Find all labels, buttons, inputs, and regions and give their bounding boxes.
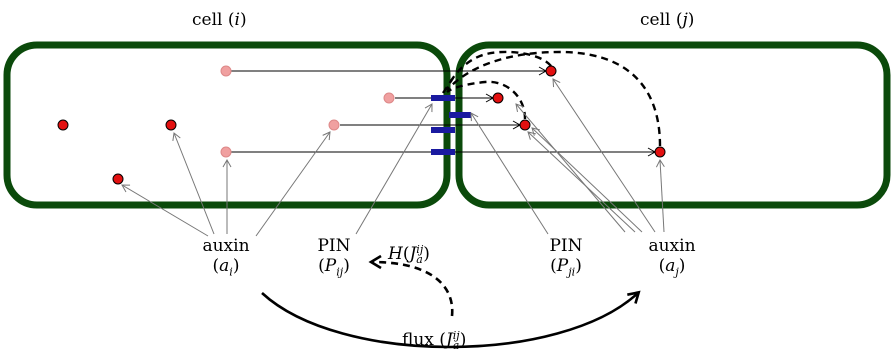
cell-j-open: (: [675, 10, 683, 30]
auxin-i-word: auxin: [202, 236, 250, 256]
h-open: (: [402, 244, 410, 264]
h-close: ): [423, 244, 430, 264]
flux-word: flux: [402, 330, 434, 350]
flux-sup: ij: [452, 328, 460, 342]
auxin-red-6: [519, 119, 531, 131]
cell-i-label: cell (i): [192, 10, 247, 30]
auxin-light-1: [220, 65, 232, 77]
cell-j-var: j: [682, 10, 688, 30]
cell-j-word: cell: [640, 10, 671, 30]
pin-ij-1: [431, 95, 455, 101]
auxin-red-4: [545, 65, 557, 77]
cell-j-label: cell (j): [640, 10, 694, 30]
auxin-j-sub: j: [675, 265, 679, 279]
auxin-light-3: [328, 119, 340, 131]
pin-ji-open: (: [550, 256, 557, 276]
cell-i-open: (: [227, 10, 235, 30]
pin-ij-word: PIN: [317, 236, 351, 256]
auxin-i-sub: i: [229, 265, 233, 279]
h-sup: ij: [416, 242, 424, 256]
h-fn: H: [388, 244, 403, 264]
cell-i-var: i: [234, 10, 240, 30]
pin-ij-label: PIN (Pij): [302, 236, 366, 282]
h-sub: a: [416, 252, 423, 266]
auxin-j-open: (: [658, 256, 666, 276]
auxin-j-label: auxin (aj): [640, 236, 704, 282]
auxin-j-symbol: (aj): [640, 256, 704, 282]
auxin-i-label: auxin (ai): [194, 236, 258, 282]
transport-arrows: [231, 66, 657, 157]
pin-ji-label: PIN (Pji): [534, 236, 598, 282]
pin-ji-word: PIN: [549, 236, 583, 256]
pin-ij-close: ): [343, 256, 350, 276]
cell-i-close: ): [239, 10, 247, 30]
pin-ij-3: [431, 149, 455, 155]
auxin-j-word: auxin: [648, 236, 696, 256]
auxin-red-1: [57, 119, 69, 131]
h-regulation-arrow: [368, 254, 454, 317]
pin-ji-1: [449, 112, 471, 118]
auxin-light-4: [220, 146, 232, 158]
feedback-curves: [442, 50, 662, 147]
auxin-light-2: [383, 92, 395, 104]
pin-ji-var: P: [556, 256, 569, 276]
flux-var: J: [445, 330, 453, 350]
auxin-red-3: [112, 173, 124, 185]
flux-open: (: [439, 330, 446, 350]
auxin-j-var: a: [665, 256, 676, 276]
pin-ij-sub: ij: [336, 265, 344, 279]
pin-ij-2: [431, 127, 455, 133]
cell-j-close: ): [687, 10, 695, 30]
pin-proteins: [431, 95, 471, 155]
cell-i-word: cell: [192, 10, 223, 30]
pin-ij-symbol: (Pij): [302, 256, 366, 282]
flux-arc: [261, 290, 641, 349]
pin-ji-sub: ji: [568, 265, 576, 279]
pin-ij-open: (: [318, 256, 325, 276]
auxin-i-symbol: (ai): [194, 256, 258, 282]
flux-close: ): [459, 330, 467, 350]
h-var: J: [409, 244, 417, 264]
auxin-i-var: a: [219, 256, 230, 276]
auxin-i-close: ): [232, 256, 240, 276]
auxin-red-2: [165, 119, 177, 131]
pin-ij-var: P: [324, 256, 337, 276]
flux-sub: a: [452, 338, 460, 352]
auxin-molecules: [57, 65, 666, 185]
auxin-j-close: ): [678, 256, 686, 276]
auxin-red-5: [492, 92, 504, 104]
pin-ji-symbol: (Pji): [534, 256, 598, 282]
annotation-arrows: [121, 78, 665, 237]
auxin-red-7: [654, 146, 666, 158]
auxin-i-open: (: [212, 256, 220, 276]
pin-ji-close: ): [575, 256, 582, 276]
